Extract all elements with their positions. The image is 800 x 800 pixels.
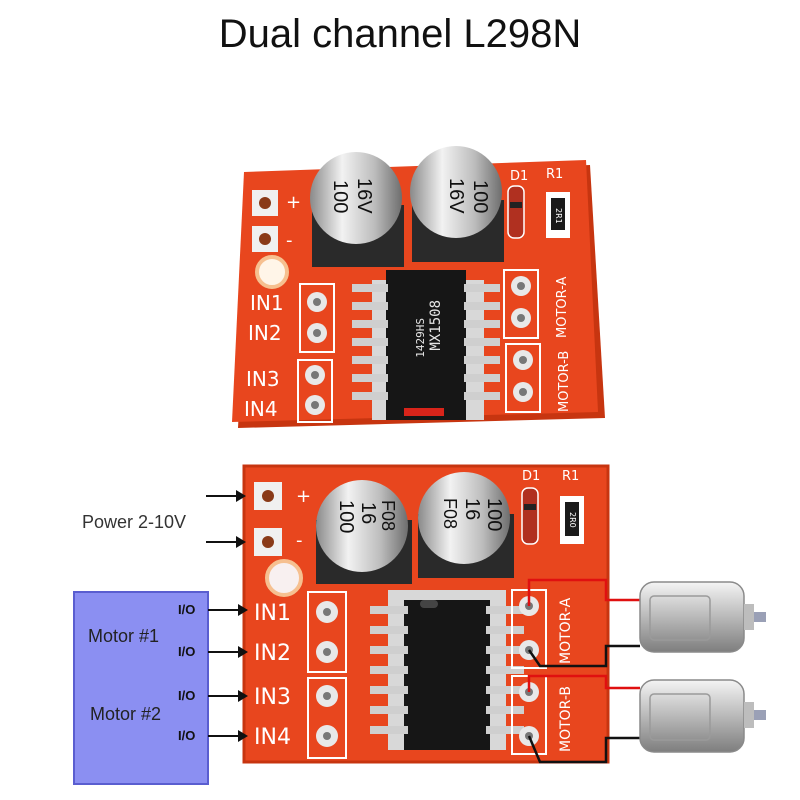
io-label-1: I/O (178, 602, 195, 617)
io-label-4: I/O (178, 728, 195, 743)
motor-a-image (639, 581, 766, 653)
wiring-motor-a-pads: MOTOR-A (511, 589, 574, 669)
board1-in3-label: IN3 (246, 367, 280, 391)
driver-chip: MX1508 1429HS (352, 270, 500, 420)
board1-in4-label: IN4 (244, 397, 278, 421)
capacitor-2: 100 16V (410, 146, 504, 262)
power-minus-arrow (206, 536, 246, 548)
board1-cap2-voltage: 16V (445, 178, 467, 214)
board2-cap1-code: F08 (378, 500, 398, 531)
board1-in2-label: IN2 (248, 321, 282, 345)
board1-minus-label: - (286, 230, 293, 251)
board1-cap1-value: 100 (329, 180, 351, 213)
board1-cap2-value: 100 (469, 180, 491, 213)
power-label: Power 2-10V (82, 512, 186, 532)
motor-b-image (639, 679, 766, 753)
board2-d1-label: D1 (522, 469, 540, 484)
resistor-body (551, 198, 565, 230)
board1-in1-label: IN1 (250, 291, 284, 315)
io-label-3: I/O (178, 688, 195, 703)
board2-resistor-code: 2R0 (568, 512, 577, 528)
board1-cap1-voltage: 16V (353, 178, 375, 214)
top-board: + - 100 16V 100 16V D1 R1 2R1 IN1 I (232, 146, 605, 428)
chip-part-number: MX1508 (428, 300, 444, 351)
io-label-2: I/O (178, 644, 195, 659)
board1-motor-a-label: MOTOR-A (555, 276, 570, 338)
controller-box: Motor #1 Motor #2 I/O I/O I/O I/O (73, 591, 209, 785)
wiring-mounting-hole (265, 559, 303, 597)
board2-motor-a-label: MOTOR-A (558, 597, 574, 664)
board2-cap1-voltage: 16 (357, 502, 379, 524)
board1-motor-a-pads: MOTOR-A (503, 269, 570, 339)
page-title: Dual channel L298N (218, 12, 582, 56)
board2-r1-label: R1 (562, 469, 579, 484)
chip-date-code: 1429HS (414, 318, 427, 358)
board1-motor-b-pads: MOTOR-B (505, 343, 572, 413)
wiring-driver-chip (370, 590, 524, 750)
board2-cap1-value: 100 (335, 500, 357, 533)
board2-in4-label: IN4 (254, 725, 291, 750)
board1-d1-label: D1 (510, 169, 528, 184)
pad-hole (262, 490, 274, 502)
wiring-capacitor-2: 100 16 F08 (418, 472, 514, 578)
board1-motor-b-label: MOTOR-B (557, 351, 572, 412)
resistor-body (565, 502, 579, 536)
board2-minus-label: - (296, 530, 303, 551)
board1-plus-label: + (286, 192, 301, 213)
diode-band (510, 202, 522, 208)
power-plus-arrow (206, 490, 246, 502)
board1-resistor-code: 2R1 (554, 208, 563, 224)
board2-cap2-voltage: 16 (461, 498, 483, 520)
wiring-board: + - 100 16 F08 100 16 F08 D1 R1 2R0 IN1 … (242, 464, 610, 764)
board2-in2-label: IN2 (254, 641, 291, 666)
wiring-input-header (307, 591, 347, 759)
board1-input-header (297, 283, 335, 423)
capacitor-1: 100 16V (310, 152, 404, 267)
power-minus-pad (252, 226, 278, 252)
board1-r1-label: R1 (546, 167, 563, 182)
controller-motor1-label: Motor #1 (88, 626, 159, 646)
diode-band (524, 504, 536, 510)
board2-in3-label: IN3 (254, 685, 291, 710)
wiring-capacitor-1: 100 16 F08 (316, 480, 412, 584)
board2-motor-b-label: MOTOR-B (558, 686, 574, 752)
diode-d1 (507, 185, 525, 239)
motor-wires (527, 578, 640, 764)
mounting-hole (255, 255, 289, 289)
board2-plus-label: + (296, 486, 311, 507)
controller-motor2-label: Motor #2 (90, 704, 161, 724)
board2-in1-label: IN1 (254, 601, 291, 626)
board2-cap2-value: 100 (483, 498, 505, 531)
wiring-diode-d1 (521, 487, 539, 545)
power-plus-pad (252, 190, 278, 216)
pad-hole (262, 536, 274, 548)
io-arrows (208, 604, 248, 742)
board2-cap2-code: F08 (440, 498, 460, 529)
